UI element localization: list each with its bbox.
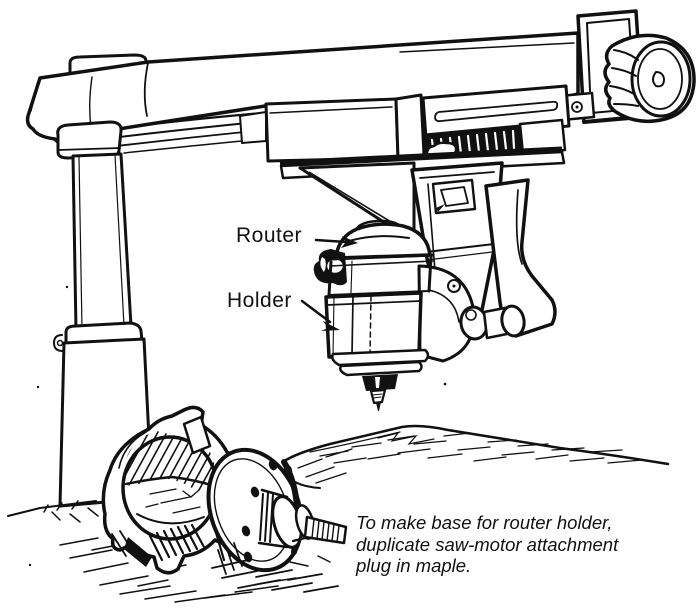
router-bit [369,388,387,405]
ground [7,500,297,603]
clamp-collar [101,405,243,575]
router-holder [324,291,447,411]
caption-line: plug in maple. [356,555,472,576]
router-dome [334,222,432,260]
collar-keyway [182,415,212,455]
callout-arrows [300,236,358,331]
router-arrow [314,238,348,244]
rail-slot [434,100,559,123]
yoke-clamp-handle [459,304,526,341]
table-mound [283,424,670,489]
holder-label: Holder [227,289,292,312]
collet-nut [362,374,398,391]
saw-motor-attachment-plug [206,447,348,593]
elevation-crank-knob [603,33,696,124]
plug-bolt-holes [241,459,293,563]
collar-shadow-hatching [148,523,206,562]
column-lug [53,334,64,352]
caption-line: duplicate saw-motor attachment [356,533,619,555]
saw-column [36,120,154,508]
plug-ground-shadow [211,542,339,593]
router [313,219,435,297]
column-collar [56,120,123,160]
holder-arrow [300,299,332,324]
plug-threaded-stud [303,515,348,545]
yoke [410,161,557,363]
router-label: Router [236,224,303,247]
router-base-ring [331,348,430,367]
figure-caption: To make base for router holder, duplicat… [356,512,676,577]
holder-centerline [369,295,372,356]
arm-end-bracket [558,9,696,124]
caption-line: To make base for router holder, [356,512,613,533]
